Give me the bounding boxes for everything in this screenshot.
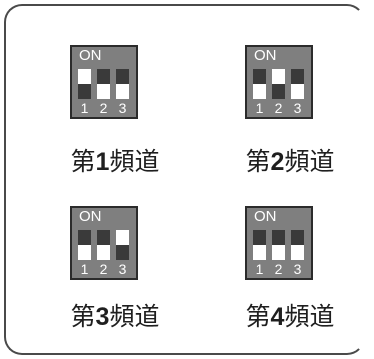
label-suffix: 頻道 [109,147,160,176]
dip-switch: ON 1 2 3 [245,206,313,280]
switch-knob [291,84,304,99]
switch-number: 3 [118,100,127,116]
dip-switch: ON 1 2 3 [70,45,138,119]
dip-switch: ON 1 2 3 [245,45,313,119]
switch-knob [97,84,110,99]
label-prefix: 第 [70,302,96,331]
switch-slot-3 [116,230,129,260]
switch-knob [253,84,266,99]
switch-number: 3 [118,261,127,277]
switch-number: 1 [80,100,89,116]
switch-number: 3 [293,100,302,116]
switch-number: 1 [255,100,264,116]
label-suffix: 頻道 [284,147,335,176]
switch-number: 2 [274,100,283,116]
on-label: ON [254,47,277,64]
switch-knob [78,69,91,84]
switch-knob [253,245,266,260]
switch-number: 3 [293,261,302,277]
label-prefix: 第 [245,147,271,176]
channel-3-cell: ON 1 2 3 第3頻道 [40,203,190,353]
label-number: 3 [95,303,110,331]
switch-slot-3 [291,230,304,260]
switch-number: 2 [274,261,283,277]
switch-slot-1 [253,69,266,99]
on-label: ON [254,208,277,225]
channel-1-cell: ON 1 2 3 第1頻道 [40,42,190,192]
switch-knob [78,245,91,260]
channel-label: 第3頻道 [40,297,190,333]
label-suffix: 頻道 [109,302,160,331]
switch-slot-2 [272,230,285,260]
panel-frame [4,4,365,355]
switch-slot-1 [78,230,91,260]
label-prefix: 第 [245,302,271,331]
switch-slot-2 [272,69,285,99]
label-number: 4 [270,303,285,331]
switch-slot-3 [291,69,304,99]
switch-number: 2 [99,100,108,116]
on-label: ON [79,47,102,64]
switch-number: 1 [255,261,264,277]
channel-label: 第4頻道 [215,297,365,333]
switch-knob [116,84,129,99]
channel-label: 第1頻道 [40,142,190,178]
dip-switch: ON 1 2 3 [70,206,138,280]
label-prefix: 第 [70,147,96,176]
on-label: ON [79,208,102,225]
switch-knob [116,230,129,245]
switch-number: 1 [80,261,89,277]
channel-label: 第2頻道 [215,142,365,178]
channel-2-cell: ON 1 2 3 第2頻道 [215,42,365,192]
switch-slot-1 [78,69,91,99]
switch-knob [272,245,285,260]
label-number: 2 [270,148,285,176]
switch-knob [272,69,285,84]
switch-slot-2 [97,69,110,99]
channel-4-cell: ON 1 2 3 第4頻道 [215,203,365,353]
label-number: 1 [95,148,110,176]
label-suffix: 頻道 [284,302,335,331]
switch-number: 2 [99,261,108,277]
switch-knob [291,245,304,260]
switch-slot-2 [97,230,110,260]
switch-slot-1 [253,230,266,260]
switch-slot-3 [116,69,129,99]
switch-knob [97,245,110,260]
